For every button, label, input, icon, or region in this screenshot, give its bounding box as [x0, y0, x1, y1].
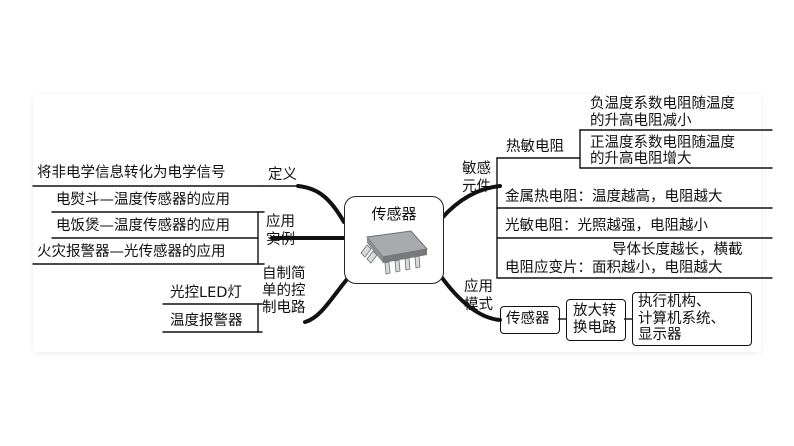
chip-icon [360, 230, 428, 275]
branch-line-circuits [303, 276, 350, 324]
ptc-line2: 的升高电阻增大 [590, 151, 692, 167]
branch-mode-line2: 模式 [464, 297, 493, 313]
ntc-line1: 负温度系数电阻随温度 [590, 96, 735, 112]
branch-examples-line2: 实例 [266, 232, 295, 248]
photoresistor: 光敏电阻：光照越强，电阻越小 [505, 218, 708, 234]
center-title: 传感器 [371, 205, 417, 223]
branch-line-definition [296, 184, 346, 224]
amplifier-line1: 放大转 [573, 303, 617, 319]
branch-elements-line2: 元件 [462, 179, 491, 195]
mode-sensor-label: 传感器 [506, 311, 550, 327]
thermistor-label: 热敏电阻 [506, 139, 564, 155]
output-line3: 显示器 [638, 327, 682, 343]
output-line1: 执行机构、 [638, 294, 711, 310]
amplifier-box: 放大转 换电路 [566, 299, 626, 341]
output-box: 执行机构、 计算机系统、 显示器 [632, 292, 752, 346]
arrow-sensor-to-amplifier [558, 318, 566, 320]
example-item-1: 电熨斗—温度传感器的应用 [56, 192, 230, 208]
strain-gauge-line2: 电阻应变片：面积越小，电阻越大 [505, 260, 723, 276]
branch-circuits-line1: 自制简 [262, 266, 306, 282]
circuit-item-1: 光控LED灯 [170, 285, 242, 301]
branch-mode-line1: 应用 [464, 279, 493, 295]
circuit-item-2: 温度报警器 [170, 313, 243, 329]
branch-definition: 定义 [268, 167, 297, 183]
definition-item: 将非电学信息转化为电学信号 [37, 165, 226, 181]
example-item-3: 火灾报警器—光传感器的应用 [37, 244, 226, 260]
branch-circuits-line2: 单的控 [262, 283, 306, 299]
output-line2: 计算机系统、 [638, 311, 725, 327]
branch-elements-line1: 敏感 [462, 161, 491, 177]
metal-resistor: 金属热电阻：温度越高，电阻越大 [505, 189, 723, 205]
center-node: 传感器 [344, 196, 444, 284]
strain-gauge-line1: 导体长度越长，横截 [612, 242, 743, 258]
example-item-2: 电饭煲—温度传感器的应用 [56, 218, 230, 234]
arrow-amplifier-to-output [624, 318, 632, 320]
branch-examples-line1: 应用 [266, 214, 295, 230]
mode-sensor-box: 传感器 [500, 306, 560, 334]
branch-circuits-line3: 制电路 [262, 300, 306, 316]
ptc-line1: 正温度系数电阻随温度 [590, 135, 735, 151]
ntc-line2: 的升高电阻减小 [590, 113, 692, 129]
amplifier-line2: 换电路 [573, 320, 617, 336]
branch-line-mode [438, 273, 502, 322]
branch-line-elements [440, 184, 502, 220]
